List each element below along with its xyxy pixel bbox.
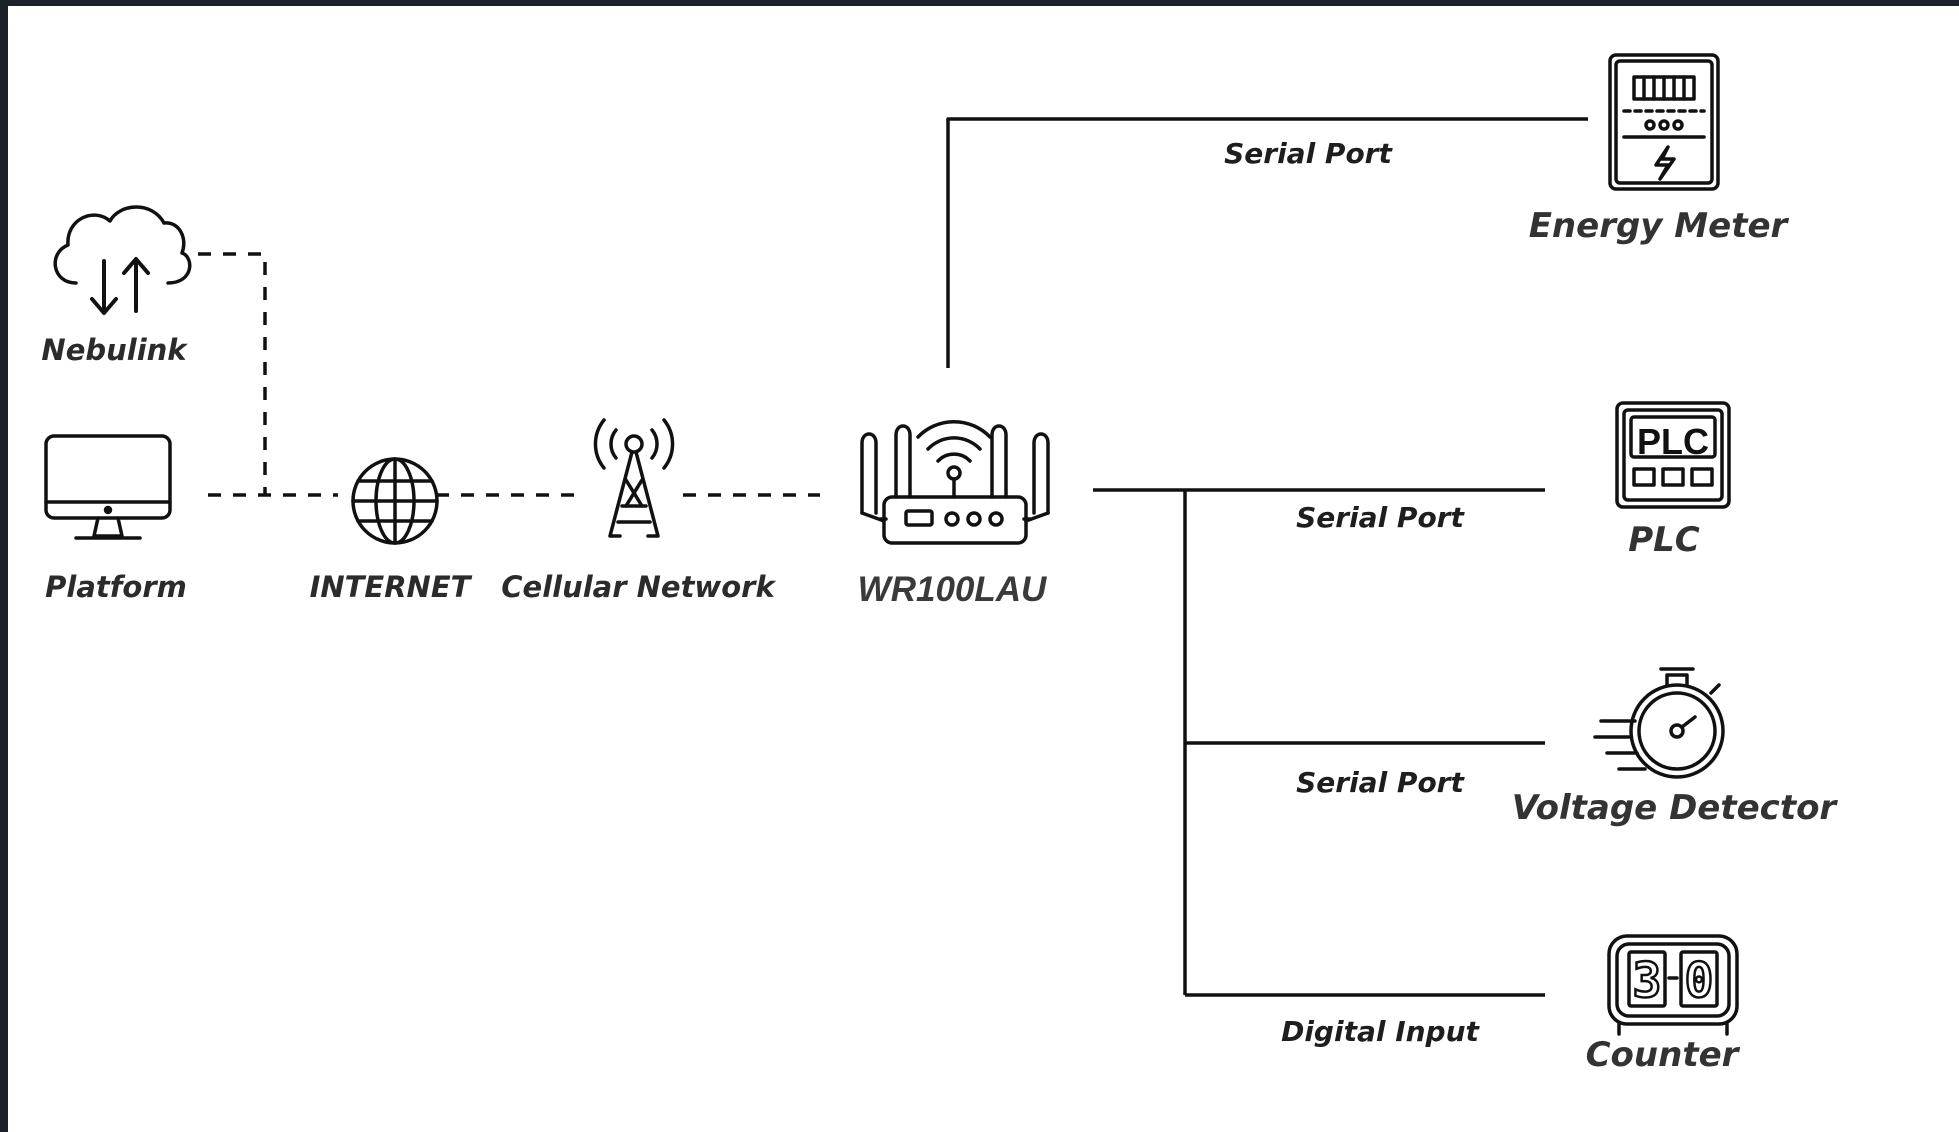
router-label: WR100LAU	[857, 570, 1047, 609]
cloud-sync-icon	[53, 205, 192, 315]
platform-label: Platform	[45, 570, 187, 604]
counter-digit-left: 3	[1633, 953, 1662, 1009]
globe-icon	[351, 457, 439, 545]
diagram-canvas: PLC 3 0 Nebulink Platform INTERNET Cellu…	[8, 6, 1959, 1132]
cellular-network-label: Cellular Network	[501, 570, 775, 604]
plc-icon-text: PLC	[1637, 421, 1709, 462]
plc-link-label: Serial Port	[1296, 501, 1464, 534]
stopwatch-icon	[1593, 667, 1725, 779]
energy-meter-icon	[1608, 53, 1720, 191]
router-icon	[860, 419, 1050, 545]
counter-label: Counter	[1585, 1035, 1739, 1075]
nebulink-link	[198, 252, 267, 494]
dashed-connectors	[198, 252, 820, 497]
energy-meter-link-label: Serial Port	[1224, 137, 1392, 170]
voltage-detector-link-label: Serial Port	[1296, 766, 1464, 799]
counter-digit-right: 0	[1685, 953, 1714, 1009]
counter-link-label: Digital Input	[1281, 1015, 1479, 1048]
voltage-detector-label: Voltage Detector	[1511, 788, 1837, 828]
energy-meter-link	[946, 117, 1588, 368]
plc-label: PLC	[1628, 520, 1700, 560]
solid-connectors	[946, 117, 1588, 997]
internet-label: INTERNET	[309, 570, 471, 604]
counter-icon	[1607, 934, 1739, 1036]
nebulink-label: Nebulink	[41, 333, 187, 367]
energy-meter-label: Energy Meter	[1528, 206, 1788, 246]
monitor-icon	[44, 434, 172, 540]
network-diagram: PLC 3 0	[44, 53, 1739, 1036]
cell-tower-icon	[593, 418, 675, 538]
plc-icon	[1615, 401, 1731, 509]
